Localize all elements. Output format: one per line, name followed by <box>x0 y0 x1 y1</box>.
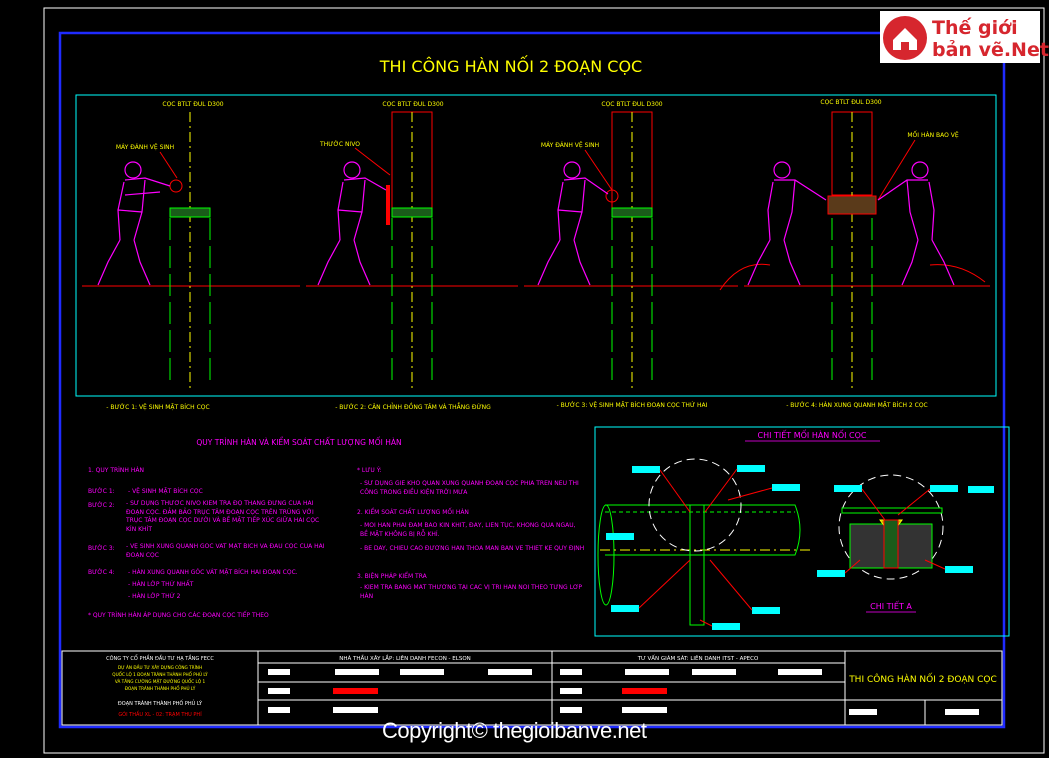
s3-a: - KIỂM TRA BẰNG MẮT THƯỜNG TẠI CÁC VỊ TR… <box>360 584 583 600</box>
pipe-outline <box>605 504 801 556</box>
note: * QUY TRÌNH HÀN ÁP DỤNG CHO CÁC ĐOẠN CỌC… <box>88 611 269 619</box>
worker-figure-right <box>877 161 955 286</box>
step-3: CỌC BTLT ĐUL D300 MÁY ĐÁNH VỆ SINH - BƯỚ… <box>524 101 738 409</box>
contractor: NHÀ THẦU XÂY LẮP: LIÊN DANH FECON - ELSO… <box>339 654 471 662</box>
company: CÔNG TY CỔ PHẦN ĐẦU TƯ HẠ TẦNG FECC <box>106 654 214 662</box>
title-block: CÔNG TY CỔ PHẦN ĐẦU TƯ HẠ TẦNG FECC DỰ Á… <box>61 650 1003 726</box>
step-2-text: - SỬ DỤNG THƯỚC NIVO KIỂM TRA ĐỘ THẲNG Đ… <box>126 500 320 533</box>
worker-figure-left <box>747 161 827 286</box>
weld-detail: CHI TIẾT MỐI HÀN NỐI CỌC CHI TIẾT A <box>594 426 1010 637</box>
step-caption: - BƯỚC 1: VỆ SINH MẶT BÍCH CỌC <box>106 403 209 411</box>
package: GÓI THẦU XL - 02: TRẠM THU PHÍ <box>118 710 202 718</box>
pile-label: CỌC BTLT ĐUL D300 <box>162 101 223 108</box>
pile-label: CỌC BTLT ĐUL D300 <box>820 99 881 106</box>
step-caption: - BƯỚC 4: HÀN XUNG QUANH MẶT BÍCH 2 CỌC <box>786 402 928 409</box>
procedure-section: QUY TRÌNH HÀN VÀ KIỂM SOÁT CHẤT LƯỢNG MỐ… <box>88 437 585 619</box>
section-2: 2. KIỂM SOÁT CHẤT LƯỢNG MỐI HÀN <box>357 508 469 516</box>
level-icon <box>386 185 390 225</box>
step-caption: - BƯỚC 2: CÂN CHỈNH ĐỒNG TÂM VÀ THẲNG ĐỨ… <box>335 402 491 411</box>
leader-line <box>584 149 613 191</box>
outer-frame <box>43 7 1045 754</box>
tool-label: MÁY ĐÁNH VỆ SINH <box>541 141 599 149</box>
layer-2: - HÀN LỚP THỨ 2 <box>128 593 181 600</box>
step-1-label: BƯỚC 1: <box>88 488 115 495</box>
s2-a: - MỐI HÀN PHẢI ĐẢM BẢO KÍN KHÍT, ĐẦY, LI… <box>360 522 576 538</box>
logo-line-1: Thế giới <box>932 17 1018 39</box>
grinder-icon <box>605 189 619 203</box>
step-2-label: BƯỚC 2: <box>88 502 115 509</box>
weld-joint <box>827 195 877 215</box>
concrete-left <box>849 523 885 569</box>
house-icon <box>883 16 927 60</box>
weld-cable <box>719 263 986 291</box>
luu-y: * LƯU Ý: <box>357 467 382 474</box>
worker-figure <box>537 161 609 286</box>
detail-frame <box>594 426 1010 637</box>
leader-line <box>159 151 178 179</box>
step-4-label: BƯỚC 4: <box>88 569 115 576</box>
step-4: CỌC BTLT ĐUL D300 MỐI HÀN BAO VỆ - BƯỚC … <box>719 99 990 409</box>
site-logo[interactable]: Thế giới bản vẽ.Net <box>880 11 1049 63</box>
inner-frame <box>58 31 1006 729</box>
location: ĐOẠN TRÁNH THÀNH PHỐ PHỦ LÝ <box>118 699 203 707</box>
layer-1: - HÀN LỚP THỨ NHẤT <box>128 580 194 588</box>
pile-flange <box>391 207 433 218</box>
pile-label: CỌC BTLT ĐUL D300 <box>601 101 662 108</box>
worker-figure <box>97 161 171 286</box>
tool-label: MÁY ĐÁNH VỆ SINH <box>116 143 174 151</box>
step-4-text: - HÀN XUNG QUANH GÓC VÁT MẶT BÍCH HAI ĐO… <box>128 569 298 576</box>
procedure-heading: QUY TRÌNH HÀN VÀ KIỂM SOÁT CHẤT LƯỢNG MỐ… <box>196 437 401 447</box>
logo-line-2: bản vẽ.Net <box>932 39 1049 61</box>
leader-line <box>877 139 916 201</box>
pile-flange <box>611 207 653 218</box>
flange-ring <box>689 504 705 626</box>
worker-figure <box>317 161 387 286</box>
drawing-title: THI CÔNG HÀN NỐI 2 ĐOẠN CỌC <box>379 55 642 76</box>
tool-label: THƯỚC NIVO <box>319 141 360 148</box>
copyright-watermark: Copyright© thegioibanve.net <box>382 718 647 743</box>
step-2: CỌC BTLT ĐUL D300 THƯỚC NIVO - BƯỚC 2: C… <box>306 101 518 411</box>
step-1: CỌC BTLT ĐUL D300 MÁY ĐÁNH VỆ SINH - BƯỚ… <box>82 101 300 411</box>
step-caption: - BƯỚC 3: VỆ SINH MẶT BÍCH ĐOẠN CỌC THỨ … <box>557 401 708 409</box>
tool-label: MỐI HÀN BAO VỆ <box>907 131 958 139</box>
drawing-title-block: THI CÔNG HÀN NỐI 2 ĐOẠN CỌC <box>848 672 997 685</box>
s2-b: - BỀ DÀY, CHIỀU CAO ĐƯỜNG HÀN THỎA MÃN B… <box>360 545 585 552</box>
step-1-text: - VỆ SINH MẶT BÍCH CỌC <box>128 487 203 495</box>
detail-a-circle <box>838 474 944 580</box>
svg-text:DỰ ÁN ĐẦU TƯ XÂY DỰNG CÔNG TRÌ: DỰ ÁN ĐẦU TƯ XÂY DỰNG CÔNG TRÌNH <box>118 665 202 670</box>
leader-line <box>354 147 391 176</box>
steps-panel <box>75 94 997 397</box>
svg-text:QUỐC LỘ 1 ĐOẠN TRÁNH THÀNH PHỐ: QUỐC LỘ 1 ĐOẠN TRÁNH THÀNH PHỐ PHỦ LÝ <box>112 672 208 677</box>
pile-flange <box>169 207 211 218</box>
detail-a-title: CHI TIẾT A <box>870 600 912 611</box>
detail-title: CHI TIẾT MỐI HÀN NỐI CỌC <box>757 428 866 440</box>
section-1: 1. QUY TRÌNH HÀN <box>88 467 144 474</box>
section-3: 3. BIỆN PHÁP KIỂM TRA <box>357 572 428 580</box>
svg-text:VÀ TĂNG CƯỜNG MẶT ĐƯỜNG QUỐC L: VÀ TĂNG CƯỜNG MẶT ĐƯỜNG QUỐC LỘ 1 <box>115 679 206 684</box>
step-3-label: BƯỚC 3: <box>88 545 115 552</box>
step-3-text: - VỆ SINH XUNG QUANH GÓC VÁT MẶT BÍCH VÀ… <box>126 543 325 559</box>
pile-label: CỌC BTLT ĐUL D300 <box>382 101 443 108</box>
detail-a-marker <box>648 458 742 552</box>
svg-text:ĐOẠN TRÁNH THÀNH PHỐ PHỦ LÝ: ĐOẠN TRÁNH THÀNH PHỐ PHỦ LÝ <box>125 686 196 691</box>
luu-y-text: - SỬ DỤNG GIẺ KHÔ QUẤN XUNG QUANH ĐOẠN C… <box>360 480 579 496</box>
grinder-icon <box>169 179 183 193</box>
consultant: TƯ VẤN GIÁM SÁT: LIÊN DANH ITST - APECO <box>637 654 759 662</box>
